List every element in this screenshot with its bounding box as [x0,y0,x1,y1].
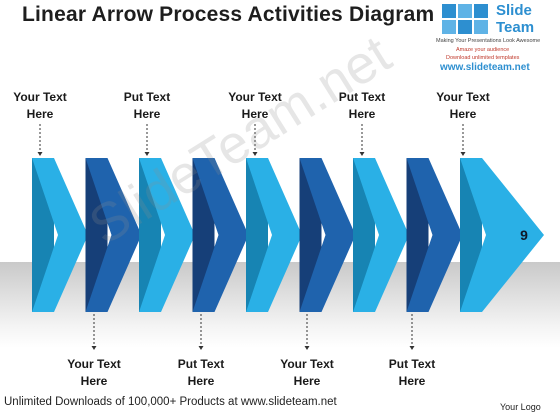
label-line: Your Text [436,90,490,104]
label-line: Your Text [67,357,121,371]
connector-arrowhead [409,346,415,350]
brand-offer-1: Amaze your audience [456,47,510,53]
label-line: Here [293,374,321,388]
arrow-face [353,158,409,312]
chevron-arrow-9: 9 [460,158,544,312]
arrow-face [85,158,142,312]
brand-name: Slide Team [496,2,534,36]
label-line: Here [133,107,161,121]
brand-name-line2: Team [496,19,535,36]
label-line: Here [348,107,376,121]
connector-arrowhead [198,346,204,350]
arrow-face [460,158,544,312]
brand-logo: Slide Team Making Your Presentations Loo… [436,0,560,80]
connector-arrowhead [91,346,97,350]
connector-arrowhead [252,152,258,156]
brand-tagline: Making Your Presentations Look Awesome [436,38,541,44]
label-line: Here [187,374,215,388]
arrow-face [32,158,88,312]
brand-name-line1: Slide [496,2,532,19]
arrow-face [192,158,249,312]
connector-arrowhead [359,152,365,156]
label-line: Here [80,374,108,388]
step-number: 9 [520,227,528,243]
slide-title: Linear Arrow Process Activities Diagram [22,3,435,26]
arrow-face [139,158,195,312]
arrow-face [406,158,463,312]
label-line: Here [26,107,54,121]
arrow-face [299,158,356,312]
label-line: Your Text [228,90,282,104]
label-line: Put Text [123,90,171,104]
label-line: Put Text [338,90,386,104]
label-line: Here [241,107,269,121]
connector-arrowhead [304,346,310,350]
label-line: Here [449,107,477,121]
label-line: Here [398,374,426,388]
connector-arrowhead [37,152,43,156]
arrow-face [246,158,302,312]
brand-offer-2: Download unlimited templates [446,55,520,61]
logo-placeholder: Your Logo [500,402,541,412]
brand-cube-icon [442,4,488,34]
connector-arrowhead [460,152,466,156]
label-line: Your Text [280,357,334,371]
label-line: Put Text [177,357,225,371]
connector-arrowhead [144,152,150,156]
label-line: Put Text [388,357,436,371]
brand-url: www.slideteam.net [440,62,530,73]
footer-text: Unlimited Downloads of 100,000+ Products… [4,396,337,408]
label-line: Your Text [13,90,67,104]
